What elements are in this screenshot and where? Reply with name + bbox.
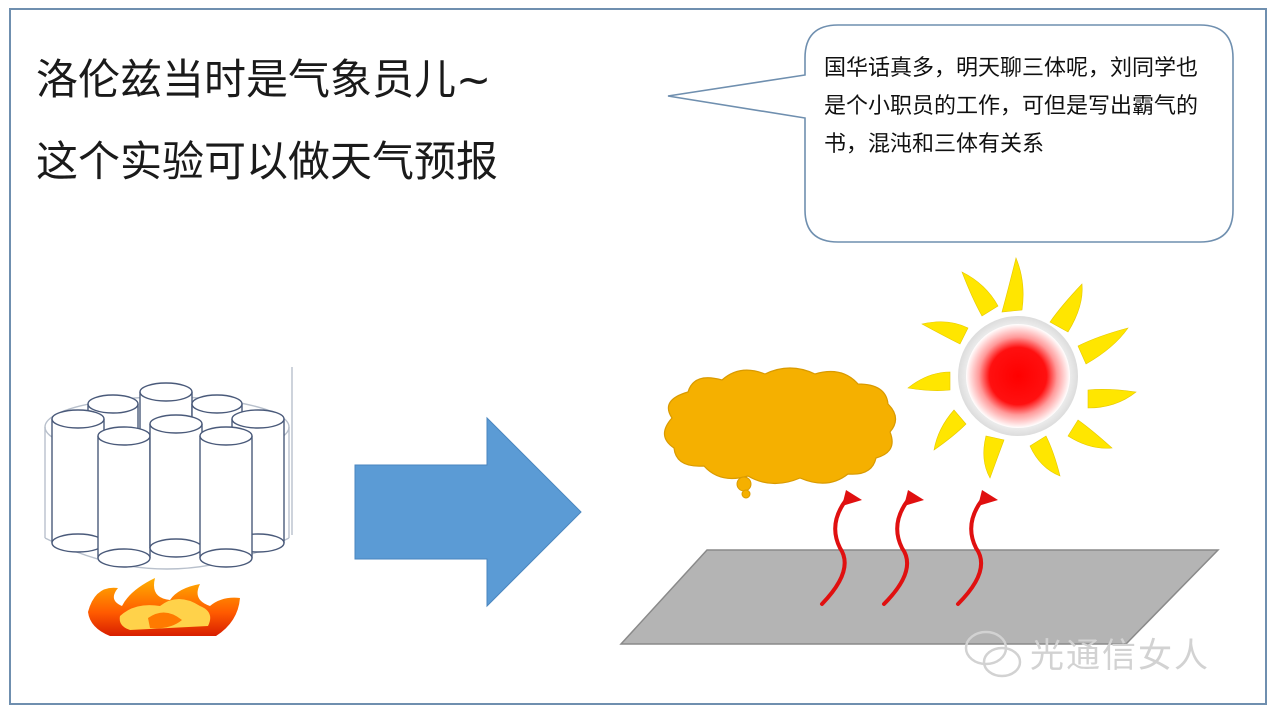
sun-icon	[907, 257, 1137, 479]
cloud-icon	[663, 367, 897, 499]
cylinder-bundle-icon	[44, 367, 293, 570]
speech-bubble	[667, 24, 1234, 243]
heat-wave-3	[956, 498, 984, 606]
heat-wave-icons	[820, 498, 984, 606]
title-line-2: 这个实验可以做天气预报	[36, 137, 499, 186]
slide-title: 洛伦兹当时是气象员儿~ 这个实验可以做天气预报	[36, 54, 498, 218]
watermark-text: 光通信女人	[1030, 636, 1210, 676]
speech-bubble-text: 国华话真多，明天聊三体呢，刘同学也是个小职员的工作，可但是写出霸气的书，混沌和三…	[824, 56, 1199, 157]
fire-icon	[88, 578, 240, 636]
title-line-1: 洛伦兹当时是气象员儿~	[36, 55, 492, 104]
ground-surface	[619, 549, 1220, 645]
heat-wave-2-tip	[904, 490, 924, 506]
heat-wave-2	[882, 498, 910, 606]
heat-wave-3-tip	[978, 490, 998, 506]
heat-wave-1	[820, 498, 848, 606]
heat-wave-1-tip	[842, 490, 862, 506]
wechat-icon	[964, 630, 1022, 678]
arrow-right-icon	[354, 416, 582, 608]
